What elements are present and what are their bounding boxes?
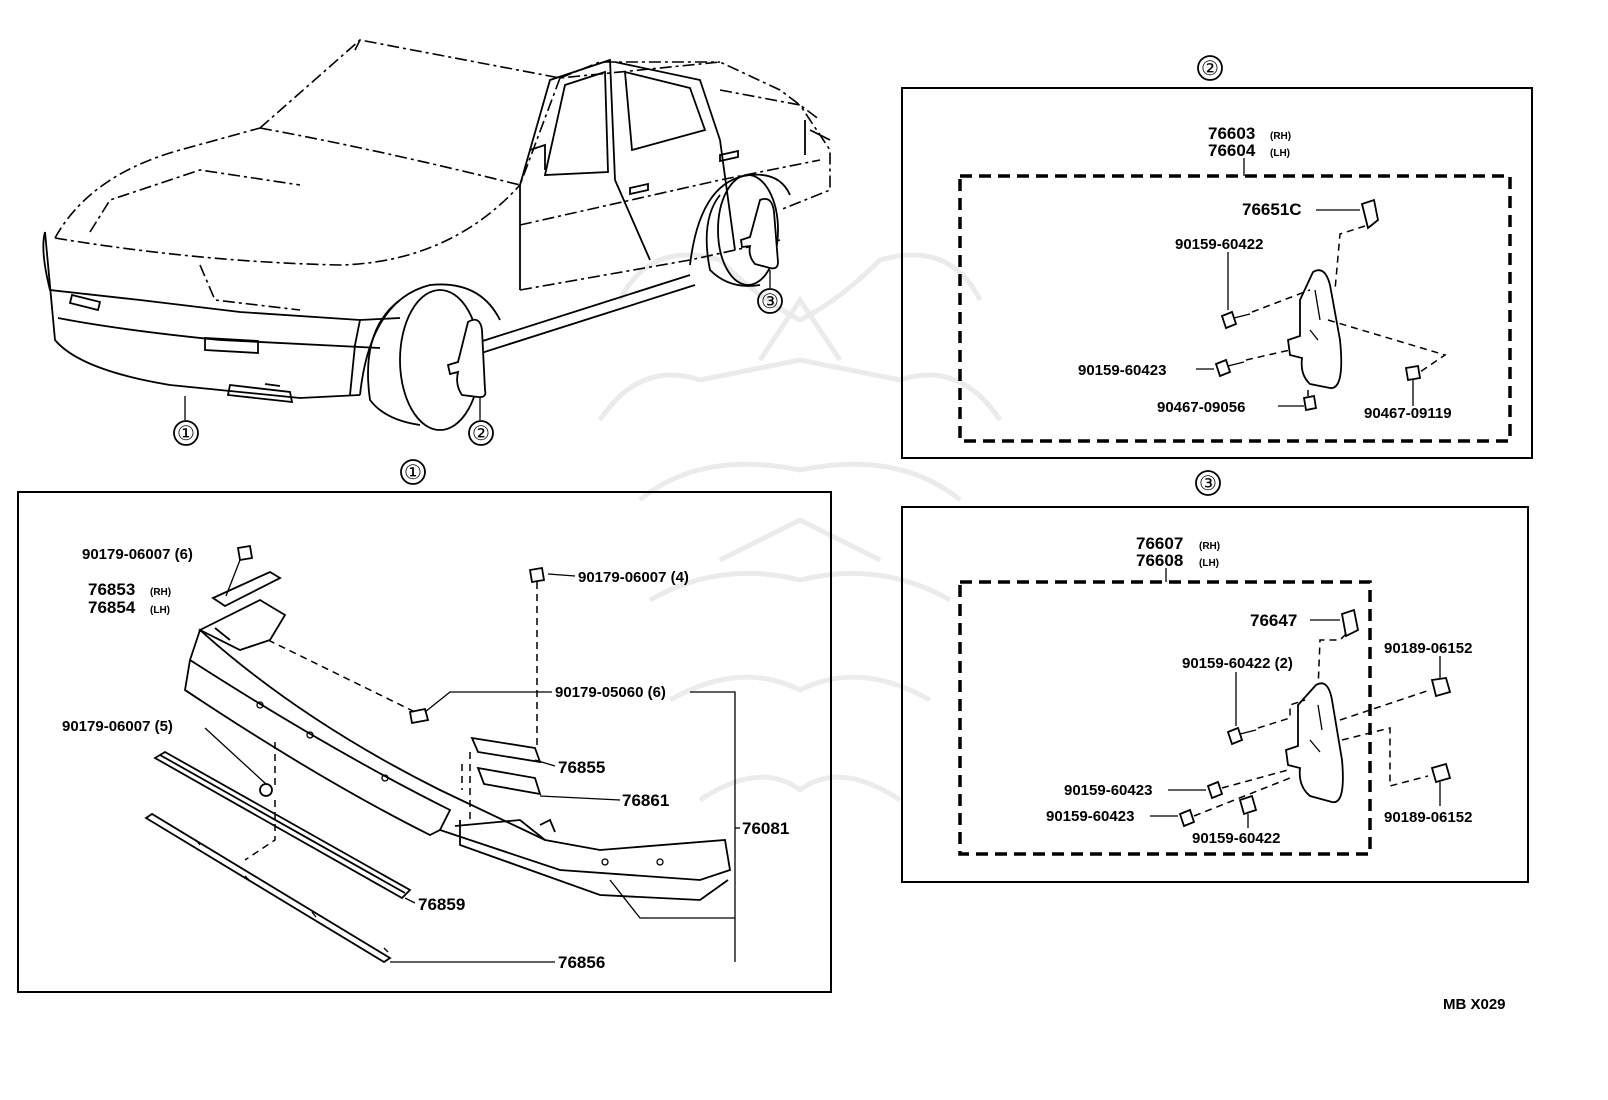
callout-2-car: ② xyxy=(468,420,494,446)
nut-icon xyxy=(236,544,254,562)
nut-icon xyxy=(259,783,273,797)
callout-1-car: ① xyxy=(173,420,199,446)
part-90159-60423-lower: 90159-60423 xyxy=(1046,808,1134,825)
callout-3-label: ③ xyxy=(761,291,779,313)
panel-3-rear-mudguard: ③ 76607 (RH) 766 xyxy=(901,470,1529,883)
panel-3-title: ③ xyxy=(1195,470,1221,496)
part-90189-06152-lower: 90189-06152 xyxy=(1384,809,1472,826)
screw-icon xyxy=(1214,358,1232,378)
part-76603-suffix: (RH) xyxy=(1270,131,1291,142)
part-90159-60422-lower: 90159-60422 xyxy=(1192,830,1280,847)
callout-1-label: ① xyxy=(177,423,195,445)
part-90179-05060-6: 90179-05060 (6) xyxy=(555,684,666,701)
part-76651C: 76651C xyxy=(1242,200,1302,219)
screw-icon xyxy=(1220,310,1238,330)
part-76856: 76856 xyxy=(558,953,605,972)
part-90179-06007-4: 90179-06007 (4) xyxy=(578,569,689,586)
part-76853: 76853 xyxy=(88,580,135,599)
watermark-logo xyxy=(597,252,1003,803)
clip-icon xyxy=(1302,394,1318,412)
part-76608-suffix: (LH) xyxy=(1199,558,1219,569)
svg-text:③: ③ xyxy=(1199,473,1217,495)
part-90159-60423: 90159-60423 xyxy=(1078,362,1166,379)
part-76607: 76607 xyxy=(1136,534,1183,553)
panel-1-title: ① xyxy=(400,459,426,485)
part-90467-09119: 90467-09119 xyxy=(1364,405,1452,422)
part-76604-suffix: (LH) xyxy=(1270,148,1290,159)
part-76859: 76859 xyxy=(418,895,465,914)
clip-icon xyxy=(1430,762,1452,784)
part-76853-suffix: (RH) xyxy=(150,587,171,598)
callout-3-car: ③ xyxy=(757,288,783,314)
panel-2-title: ② xyxy=(1197,55,1223,81)
svg-text:①: ① xyxy=(404,462,422,484)
part-90159-60422-2: 90159-60422 (2) xyxy=(1182,655,1293,672)
part-76608: 76608 xyxy=(1136,551,1183,570)
part-90189-06152-upper: 90189-06152 xyxy=(1384,640,1472,657)
part-76861: 76861 xyxy=(622,791,669,810)
panel-2-front-mudguard: ② 76603 (RH) 76604 (LH) 76651C xyxy=(901,55,1533,459)
callout-2-label: ② xyxy=(472,423,490,445)
nut-icon xyxy=(528,566,546,584)
part-90179-06007-5: 90179-06007 (5) xyxy=(62,718,173,735)
svg-text:②: ② xyxy=(1201,58,1219,80)
clip-icon xyxy=(1404,364,1422,382)
part-76854: 76854 xyxy=(88,598,136,617)
screw-icon xyxy=(1238,794,1258,816)
screw-icon xyxy=(1206,780,1224,800)
part-76081: 76081 xyxy=(742,819,789,838)
part-76607-suffix: (RH) xyxy=(1199,541,1220,552)
panel-1-front-spoiler: ① xyxy=(17,459,832,993)
part-90467-09056: 90467-09056 xyxy=(1157,399,1245,416)
part-76647: 76647 xyxy=(1250,611,1297,630)
screw-icon xyxy=(1178,808,1196,828)
diagram-code: MB X029 xyxy=(1443,996,1506,1013)
screw-icon xyxy=(1226,726,1244,746)
part-76854-suffix: (LH) xyxy=(150,605,170,616)
part-76855: 76855 xyxy=(558,758,605,777)
car-illustration xyxy=(42,39,831,431)
clip-icon xyxy=(1430,676,1452,698)
part-76603: 76603 xyxy=(1208,124,1255,143)
part-76604: 76604 xyxy=(1208,141,1256,160)
part-90159-60423-upper: 90159-60423 xyxy=(1064,782,1152,799)
part-90159-60422: 90159-60422 xyxy=(1175,236,1263,253)
part-90179-06007-6: 90179-06007 (6) xyxy=(82,546,193,563)
